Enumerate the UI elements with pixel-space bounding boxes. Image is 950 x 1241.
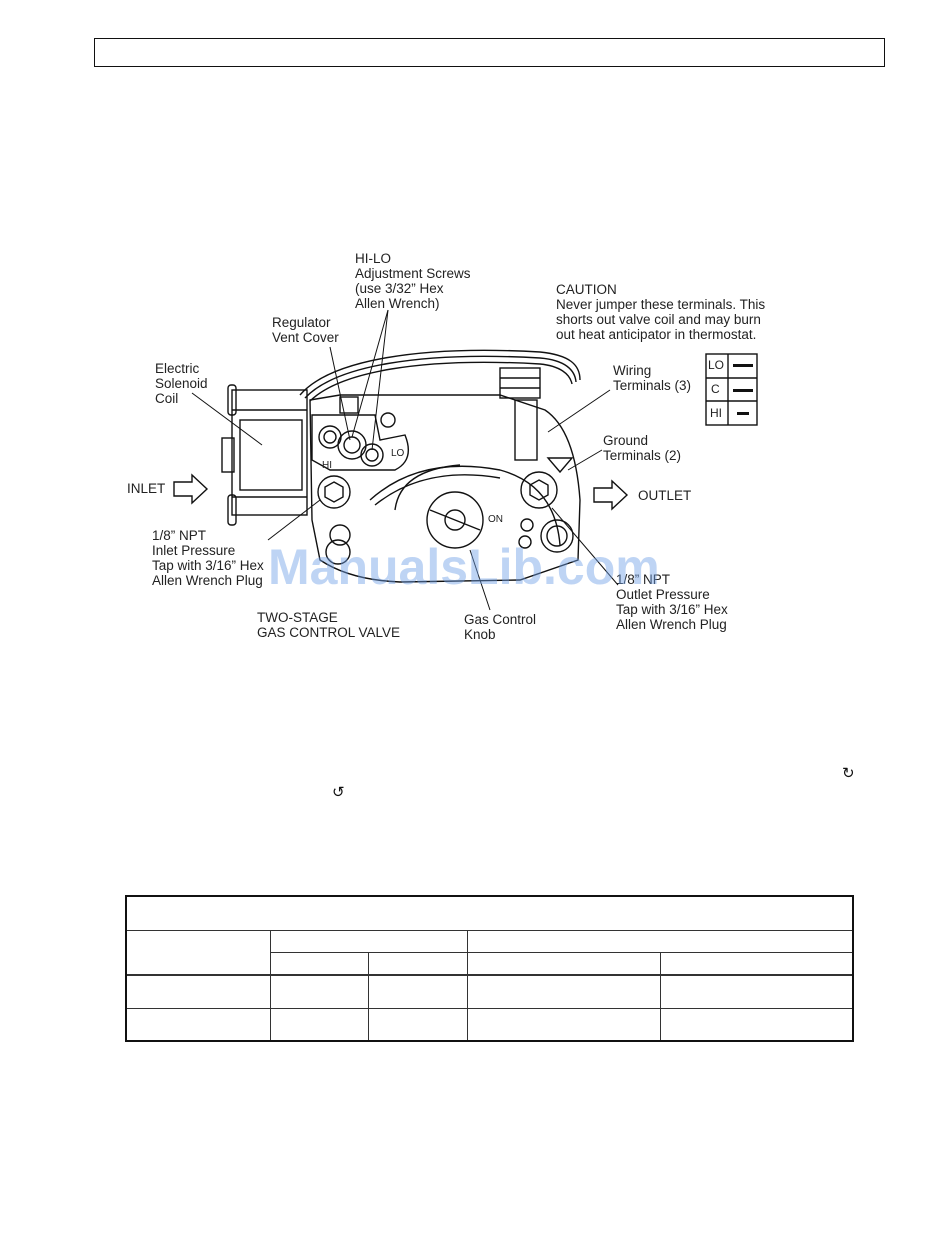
label-valve-name: TWO-STAGE GAS CONTROL VALVE [257,610,401,640]
table-cell [661,976,852,1009]
table-cell [468,976,661,1009]
outlet-arrow [593,479,629,511]
table-cell [271,1009,369,1040]
inlet-pressure-tap [317,475,351,509]
table-subheader-4 [661,953,852,976]
label-outlet: OUTLET [638,488,692,503]
wiring-connector [499,367,541,399]
label-caution: CAUTION Never jumper these terminals. Th… [556,282,766,342]
label-gas-control-knob: Gas Control Knob [464,612,537,642]
table-subheader-2 [369,953,468,976]
terminal-lo-label: LO [708,358,724,372]
label-wiring-terminals: Wiring Terminals (3) [613,363,692,393]
regulator-block [311,414,409,471]
table-cell [271,976,369,1009]
gas-valve-diagram: LO C HI ON HI LO [173,309,758,611]
knob-on-label: ON [488,514,503,525]
table-row [127,976,271,1009]
table-header-col1 [127,931,271,976]
label-ground-terminals: Ground Terminals (2) [603,433,682,463]
regulator-lo-label: LO [391,448,405,459]
clockwise-symbol: ↻ [842,765,855,782]
valve-body [309,394,581,583]
table-row [127,1009,271,1040]
outlet-pressure-tap [520,471,558,509]
regulator-hi-label: HI [322,460,332,471]
inlet-arrow [173,473,209,505]
counterclockwise-symbol: ↺ [332,784,345,801]
terminal-legend [705,353,758,426]
solenoid-coil [231,389,308,516]
table-header-group1 [271,931,468,953]
table-cell [369,976,468,1009]
wire-harness [299,349,581,396]
pressure-table [125,895,854,1042]
table-subheader-1 [271,953,369,976]
table-cell [468,1009,661,1040]
watermark: ManualsLib.com [268,539,660,595]
header-box [94,38,885,67]
table-cell [369,1009,468,1040]
terminal-c-label: C [711,382,720,396]
label-inlet-pressure-tap: 1/8” NPT Inlet Pressure Tap with 3/16” H… [152,528,264,588]
label-solenoid-coil: Electric Solenoid Coil [155,361,208,406]
label-hilo-screws: HI-LO Adjustment Screws (use 3/32” Hex A… [355,251,471,311]
table-header-group2 [468,931,852,953]
table-title-row [127,897,852,931]
table-cell [661,1009,852,1040]
label-outlet-pressure-tap: 1/8” NPT Outlet Pressure Tap with 3/16” … [616,572,728,632]
gas-control-knob [426,491,484,549]
label-regulator-vent: Regulator Vent Cover [272,315,339,345]
table-subheader-3 [468,953,661,976]
terminal-hi-label: HI [710,406,722,420]
label-inlet: INLET [127,481,166,496]
